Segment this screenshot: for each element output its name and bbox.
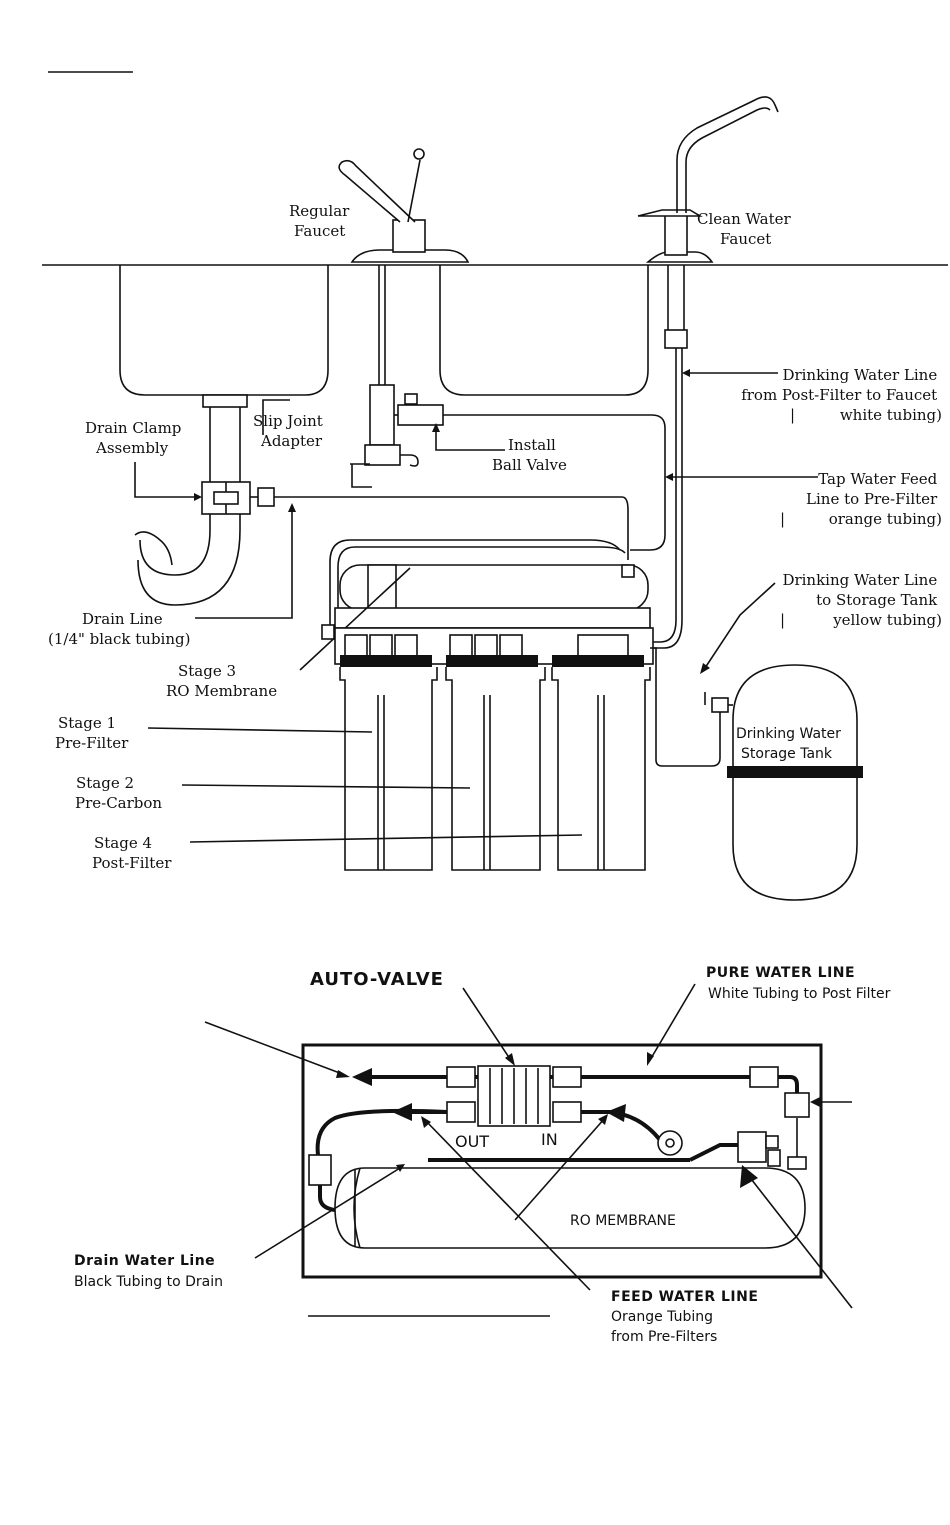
membrane-loop-tube [329,539,621,625]
label-ball-valve: Install Ball Valve [492,436,567,474]
label-drain-water-sub: Black Tubing to Drain [74,1274,223,1290]
label-pure-water-sub: White Tubing to Post Filter [708,986,891,1002]
label-tap-water-feed: Tap Water Feed Line to Pre-Filter orange… [806,470,942,528]
ro-unit-detail-diagram: AUTO-VALVE PURE WATER LINE White Tubing … [74,965,891,1345]
right-sink-basin [439,265,649,396]
label-stage3: Stage 3 RO Membrane [166,662,277,700]
label-drain-line: Drain Line (1/4" black tubing) [48,610,190,648]
label-feed-water-title: FEED WATER LINE [611,1289,758,1305]
label-regular-faucet: Regular Faucet [289,202,354,240]
drain-p-trap [134,394,275,606]
stage4-housing [551,667,651,871]
label-clean-water-faucet: Clean Water Faucet [697,210,795,248]
feed-water-pointer [747,1174,853,1309]
label-out: OUT [455,1132,489,1151]
label-drinking-line-faucet: Drinking Water Line from Post-Filter to … [741,366,942,424]
slip-joint-assembly [350,384,666,551]
label-stage2: Stage 2 Pre-Carbon [75,774,162,812]
label-slip-joint: Slip Joint Adapter [253,412,328,450]
label-stage4: Stage 4 Post-Filter [92,834,172,872]
ro-membrane-cylinder [334,1092,810,1249]
stage2-housing [445,667,546,871]
label-pure-water-title: PURE WATER LINE [706,965,855,981]
label-stage1: Stage 1 Pre-Filter [55,714,129,752]
paren-mark-white: | [790,406,795,424]
paren-mark-yellow: | [780,611,785,629]
regular-faucet [338,148,470,385]
ro-unit-frame [301,1043,823,1279]
paren-mark-orange: | [780,510,785,528]
label-drain-clamp: Drain Clamp Assembly [85,419,186,457]
stage1-housing [339,667,438,871]
label-feed-water-sub1: Orange Tubing [611,1309,713,1325]
label-storage-tank: Drinking Water Storage Tank [736,726,845,762]
installation-diagram: Regular Faucet Clean Water Faucet Drinki… [42,96,948,901]
drain-loop-tube [315,1108,448,1156]
ro-membrane-housing [299,564,651,671]
label-in: IN [541,1130,558,1149]
left-sink-basin [119,265,329,396]
label-drain-water-title: Drain Water Line [74,1253,215,1269]
drain-line-tube [274,496,629,560]
auto-valve [477,1065,551,1127]
label-auto-valve: AUTO-VALVE [310,969,444,990]
filter-housings [334,627,654,871]
storage-tank [650,647,863,901]
clean-water-faucet [637,96,779,620]
label-feed-water-sub2: from Pre-Filters [611,1329,717,1345]
leader-lines [134,369,818,843]
label-ro-membrane: RO MEMBRANE [570,1213,676,1229]
label-drinking-line-tank: Drinking Water Line to Storage Tank yell… [782,571,942,629]
